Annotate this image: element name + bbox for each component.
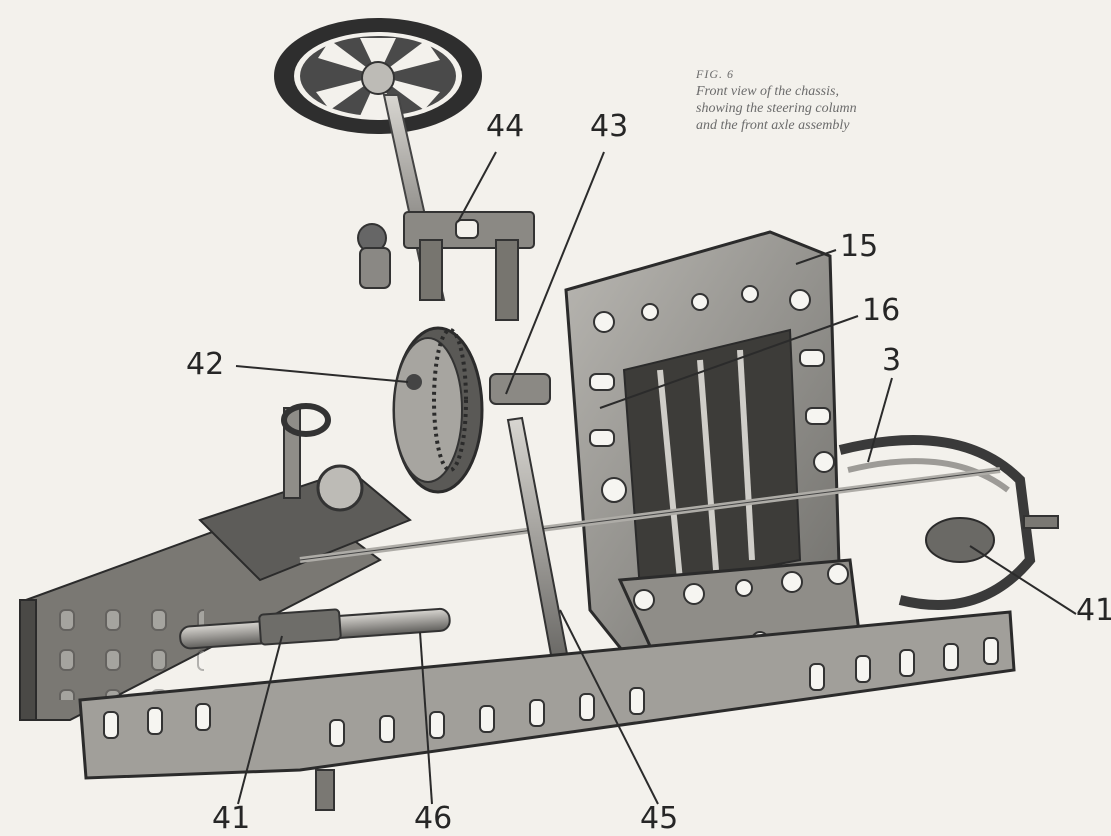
- caption-line: and the front axle assembly: [696, 118, 850, 133]
- left-frame: [25, 403, 412, 721]
- callout-42: 42: [186, 347, 225, 382]
- callout-46: 46: [414, 801, 453, 836]
- bottom-strip: [19, 599, 1016, 811]
- tie-rod: [299, 467, 1001, 563]
- caption-line: showing the steering column: [696, 101, 857, 116]
- callout-41-right: 41: [1076, 593, 1111, 628]
- gear-disc: [392, 326, 484, 494]
- front-axle-spring: [838, 435, 1059, 610]
- axle-shaft: [179, 607, 451, 650]
- caption-line: Front view of the chassis,: [696, 84, 839, 99]
- callout-16: 16: [862, 293, 901, 328]
- callout-44: 44: [486, 109, 525, 144]
- callout-45: 45: [640, 801, 679, 836]
- leader-lines: [235, 151, 1077, 805]
- callout-41-left: 41: [212, 801, 251, 836]
- column-bracket: [357, 211, 535, 321]
- callout-3: 3: [882, 343, 902, 378]
- figure-number: FIG. 6: [696, 67, 734, 81]
- callout-15: 15: [840, 229, 879, 264]
- center-plate: [564, 230, 842, 662]
- steering-wheel: [274, 18, 482, 134]
- callout-43: 43: [590, 109, 629, 144]
- figure-caption: FIG. 6 Front view of the chassis, showin…: [696, 66, 1016, 134]
